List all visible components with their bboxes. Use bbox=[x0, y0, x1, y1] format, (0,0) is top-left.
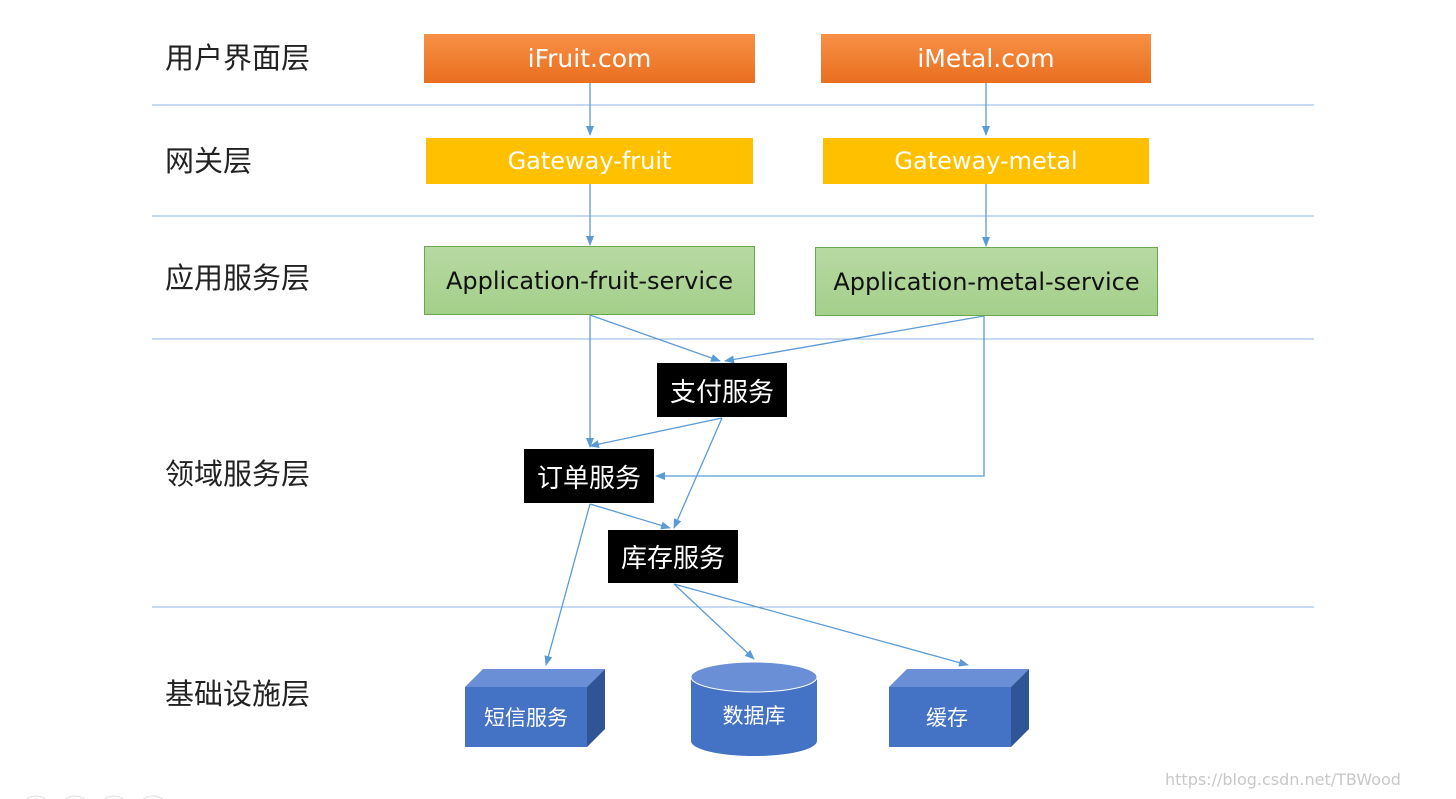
domain-node-order: 订单服务 bbox=[524, 449, 654, 503]
edge-payment-inventory bbox=[673, 417, 723, 529]
ui-node-imetal: iMetal.com bbox=[821, 34, 1151, 83]
ui-node-imetal-label: iMetal.com bbox=[917, 44, 1055, 73]
edge-app-metal-order bbox=[655, 316, 985, 480]
edge-app-metal-payment bbox=[724, 315, 985, 364]
gateway-node-metal-label: Gateway-metal bbox=[894, 147, 1078, 175]
app-node-fruit: Application-fruit-service bbox=[424, 246, 755, 315]
gateway-node-metal: Gateway-metal bbox=[823, 138, 1149, 184]
app-node-fruit-label: Application-fruit-service bbox=[446, 266, 733, 295]
edge-order-inventory bbox=[589, 503, 671, 530]
app-node-metal: Application-metal-service bbox=[815, 247, 1158, 316]
infra-sms-label: 短信服务 bbox=[484, 706, 568, 730]
domain-node-inventory-label: 库存服务 bbox=[620, 544, 725, 574]
edge-inventory-database bbox=[673, 583, 755, 660]
infra-cache-node: 缓存 bbox=[889, 669, 1029, 747]
layer-label-application: 应用服务层 bbox=[165, 261, 311, 295]
domain-node-payment: 支付服务 bbox=[657, 363, 787, 417]
decorative-circles bbox=[25, 795, 164, 799]
layer-label-ui: 用户界面层 bbox=[165, 41, 311, 75]
layer-label-infrastructure: 基础设施层 bbox=[165, 677, 311, 711]
layer-dividers bbox=[152, 104, 1314, 608]
infra-cache-label: 缓存 bbox=[926, 706, 968, 730]
domain-node-inventory: 库存服务 bbox=[608, 530, 738, 583]
infra-database-node: 数据库 bbox=[690, 661, 818, 756]
layer-label-gateway: 网关层 bbox=[165, 144, 253, 178]
layer-label-domain: 领域服务层 bbox=[165, 457, 311, 491]
app-node-metal-label: Application-metal-service bbox=[833, 267, 1140, 296]
edge-inventory-cache bbox=[673, 583, 969, 667]
watermark-text: https://blog.csdn.net/TBWood bbox=[1165, 770, 1401, 789]
domain-node-order-label: 订单服务 bbox=[536, 463, 641, 494]
connectors bbox=[544, 83, 990, 667]
infra-sms-node: 短信服务 bbox=[465, 669, 605, 747]
edge-app-fruit-payment bbox=[589, 314, 721, 362]
ui-node-ifruit-label: iFruit.com bbox=[527, 44, 652, 73]
ui-node-ifruit: iFruit.com bbox=[424, 34, 755, 83]
domain-node-payment-label: 支付服务 bbox=[669, 377, 774, 408]
edge-payment-order bbox=[589, 417, 723, 449]
edge-order-sms bbox=[544, 503, 591, 666]
infra-database-label: 数据库 bbox=[723, 704, 786, 728]
gateway-node-fruit-label: Gateway-fruit bbox=[507, 147, 672, 175]
gateway-node-fruit: Gateway-fruit bbox=[426, 138, 753, 184]
